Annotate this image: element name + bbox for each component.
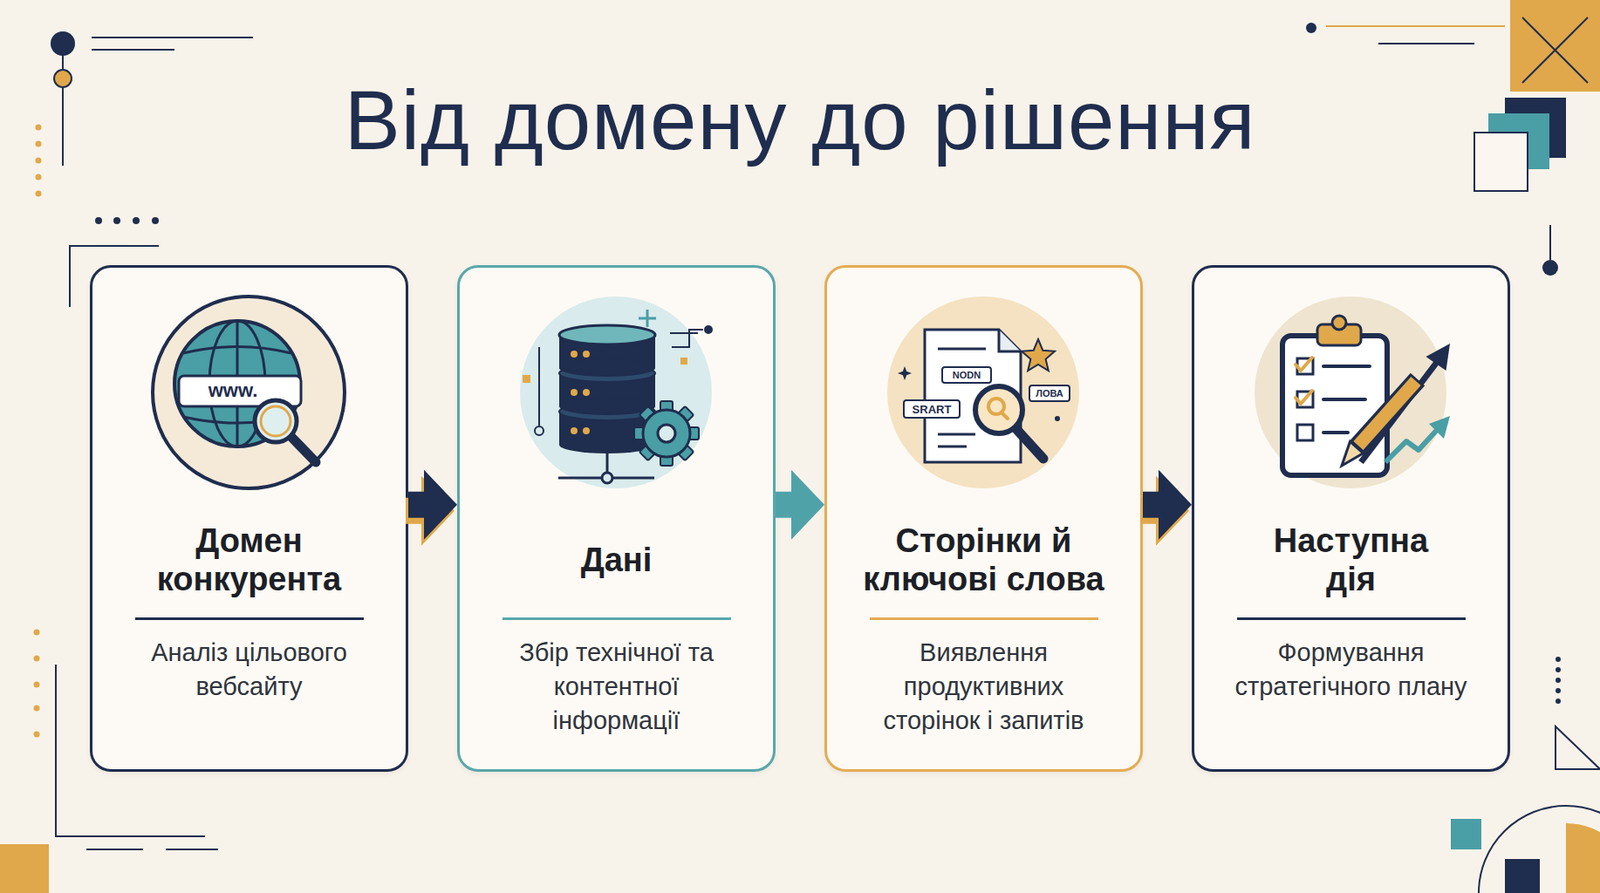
deco-dot [34, 731, 41, 739]
divider-line [502, 617, 732, 621]
step-description: Формування стратегічного плану [1233, 635, 1470, 705]
deco-square [1488, 113, 1550, 170]
icon-text: SRART [912, 403, 952, 416]
deco-square [1504, 97, 1566, 158]
divider-line [135, 617, 364, 621]
step-card: Сторінки й ключові словаВиявлення продук… [824, 265, 1143, 773]
deco-dot [34, 629, 41, 636]
step-heading: Наступна дія [1246, 521, 1457, 599]
description-area: Формування стратегічного плану [1194, 635, 1508, 705]
deco-arc [1478, 806, 1600, 893]
step-heading: Дані [581, 540, 653, 580]
deco-line [1378, 42, 1475, 45]
step-description: Збір технічної та контентної інформації [490, 635, 744, 739]
deco-dot [1555, 667, 1561, 673]
deco-dots [34, 629, 41, 739]
deco-dot [34, 656, 41, 663]
deco-square [1510, 0, 1600, 92]
icon-text: ЛОВА [1035, 389, 1064, 399]
flow-arrow [775, 470, 825, 541]
deco-line [91, 48, 175, 51]
arrow-shadow [772, 476, 822, 547]
deco-dot [151, 217, 159, 225]
flow-arrow [408, 470, 458, 541]
deco-dot [35, 124, 42, 131]
arrow-shadow [405, 476, 455, 547]
icon-text: www. [208, 381, 259, 401]
deco-line [1326, 25, 1505, 28]
step-description: Аналіз цільового вебсайту [123, 635, 377, 705]
deco-dot [1305, 22, 1317, 34]
deco-dot [1542, 259, 1559, 276]
deco-line [1522, 17, 1588, 83]
deco-dot [132, 217, 140, 225]
deco-line [165, 848, 219, 851]
deco-dots [95, 217, 159, 225]
deco-dot [1555, 656, 1561, 663]
arrow-shadow [1140, 476, 1190, 547]
deco-dots [1555, 656, 1561, 705]
deco-dot [113, 217, 121, 225]
deco-line [86, 848, 144, 851]
deco-line [91, 36, 253, 39]
deco-dot [35, 157, 42, 165]
deco-dot [50, 31, 76, 56]
step-card: Домен конкурентаАналіз цільового вебсайт… [89, 265, 409, 773]
deco-dot [35, 141, 42, 148]
description-area: Виявлення продуктивних сторінок і запиті… [827, 635, 1141, 739]
step-card: Наступна діяФормування стратегічного пла… [1191, 265, 1511, 773]
deco-square [0, 844, 49, 893]
heading-area: Наступна дія [1194, 516, 1508, 604]
step-card: ДаніЗбір технічної та контентної інформа… [457, 265, 776, 773]
deco-dot [95, 217, 103, 225]
deco-square [1474, 132, 1528, 192]
deco-line [1549, 225, 1552, 260]
deco-dot [1555, 698, 1561, 705]
deco-dot [1555, 677, 1561, 684]
flow-arrow [1142, 470, 1192, 541]
deco-dots [35, 124, 42, 198]
deco-dot [35, 191, 42, 198]
deco-line [61, 54, 64, 166]
deco-dot [1555, 688, 1561, 694]
step-heading: Домен конкурента [118, 521, 381, 599]
deco-square [1504, 859, 1540, 893]
divider-line [1237, 617, 1466, 621]
diagram-title: Від домену до рішення [0, 69, 1600, 171]
deco-line [1522, 17, 1588, 83]
deco-dot [54, 69, 72, 88]
heading-area: Домен конкурента [92, 516, 406, 604]
heading-area: Дані [459, 516, 773, 604]
deco-quarter [1565, 823, 1600, 893]
description-area: Аналіз цільового вебсайту [92, 635, 406, 705]
deco-dot [35, 174, 42, 181]
deco-triangle [1555, 726, 1600, 770]
deco-dot [34, 705, 41, 712]
heading-area: Сторінки й ключові слова [827, 516, 1141, 604]
deco-dot [34, 682, 41, 689]
description-area: Збір технічної та контентної інформації [459, 635, 773, 739]
step-description: Виявлення продуктивних сторінок і запиті… [853, 635, 1115, 739]
icon-text: NODN [952, 370, 981, 381]
divider-line [869, 617, 1099, 621]
step-heading: Сторінки й ключові слова [848, 521, 1120, 599]
deco-square [1450, 819, 1482, 850]
